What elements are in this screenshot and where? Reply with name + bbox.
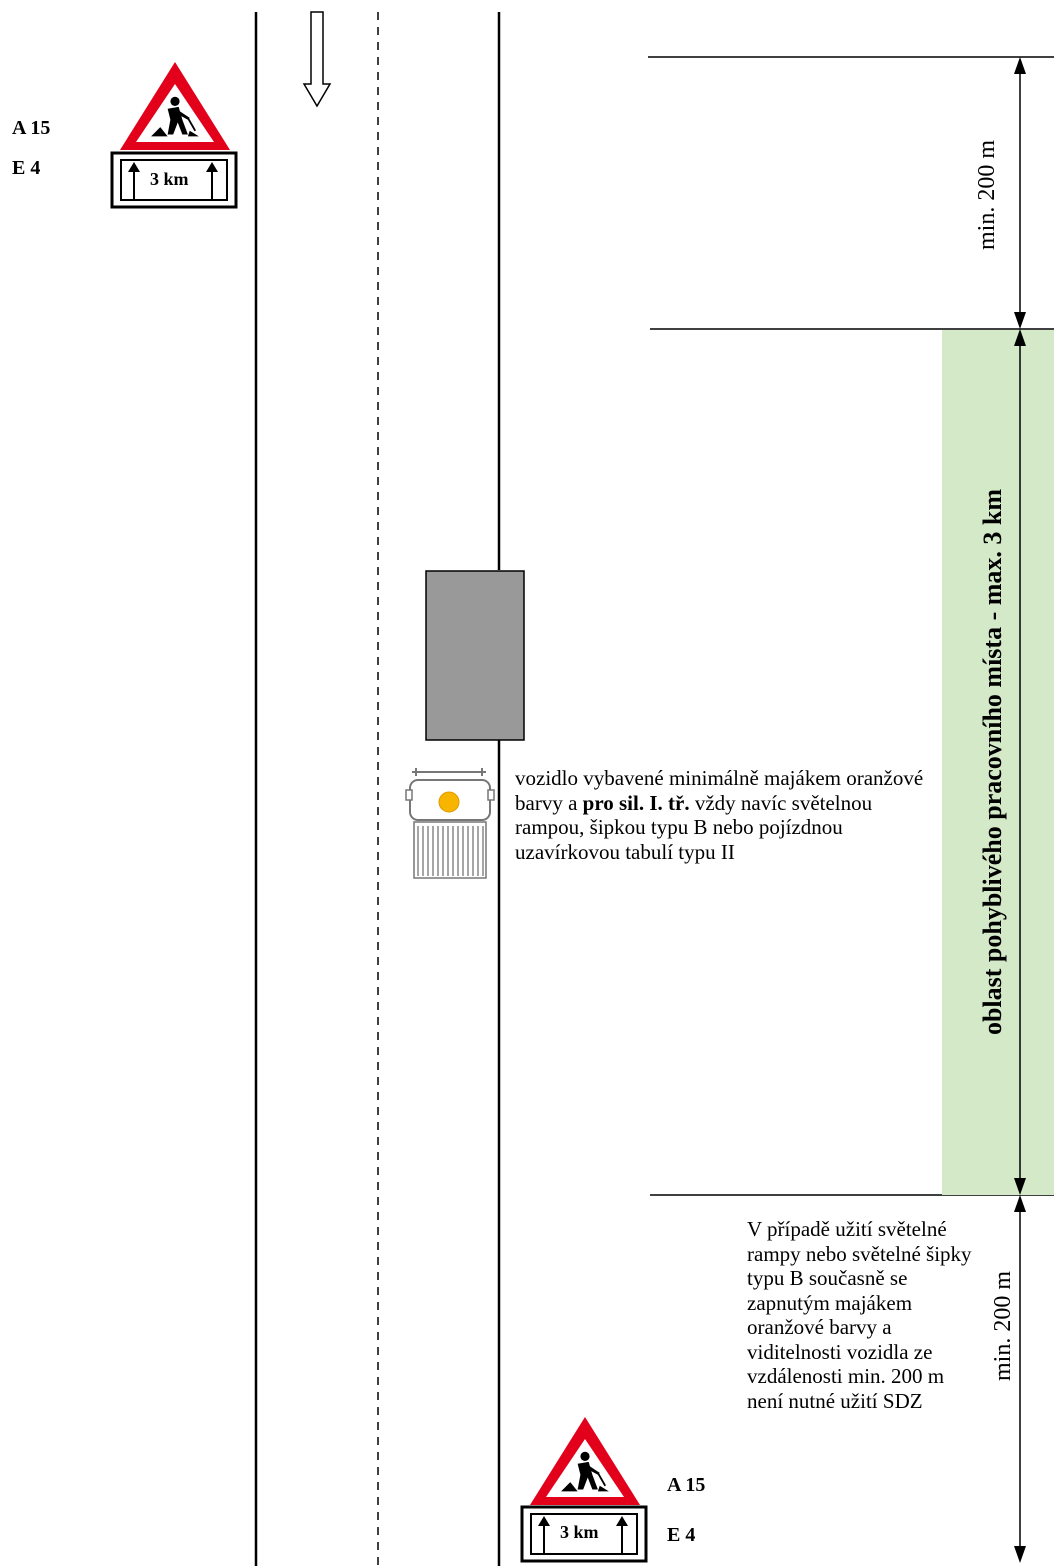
vehicle-note-bold: pro sil. I. tř.	[582, 790, 690, 815]
vehicle-note-part2: vždy navíc světelnou rampou, šipkou typu…	[515, 790, 873, 864]
plate-distance-bottom: 3 km	[560, 1522, 599, 1542]
dim-arrow-bottom	[1014, 1195, 1026, 1563]
sign-a15-bottom	[530, 1417, 640, 1505]
sign-a15-bottom-code: A 15	[667, 1474, 706, 1496]
sign-e4-top-code: E 4	[12, 157, 41, 179]
dim-arrow-zone	[1014, 329, 1026, 1195]
vehicle-note-part1: vozidlo vybavené minimálně majákem oranž…	[515, 766, 924, 815]
direction-arrow-icon	[302, 11, 332, 108]
sign-e4-bottom-plate	[520, 1505, 648, 1563]
bottom-note: V případě užití světelné rampy nebo svět…	[747, 1217, 972, 1413]
work-zone-label: oblast pohyblivého pracovního místa - ma…	[978, 488, 1007, 1036]
dim-label-bottom: min. 200 m	[990, 1271, 1016, 1382]
sign-a15-top	[120, 62, 230, 150]
sign-e4-bottom-code: E 4	[667, 1524, 696, 1546]
plate-distance-top: 3 km	[150, 169, 189, 189]
work-vehicle-body	[425, 570, 525, 741]
beacon-vehicle-icon	[405, 768, 495, 879]
dim-arrow-top	[1014, 57, 1026, 329]
dim-label-top: min. 200 m	[974, 140, 1000, 251]
sign-e4-top-plate	[110, 151, 238, 209]
work-zone-area	[942, 330, 1054, 1195]
sign-a15-top-code: A 15	[12, 117, 51, 139]
vehicle-note: vozidlo vybavené minimálně majákem oranž…	[515, 766, 945, 864]
